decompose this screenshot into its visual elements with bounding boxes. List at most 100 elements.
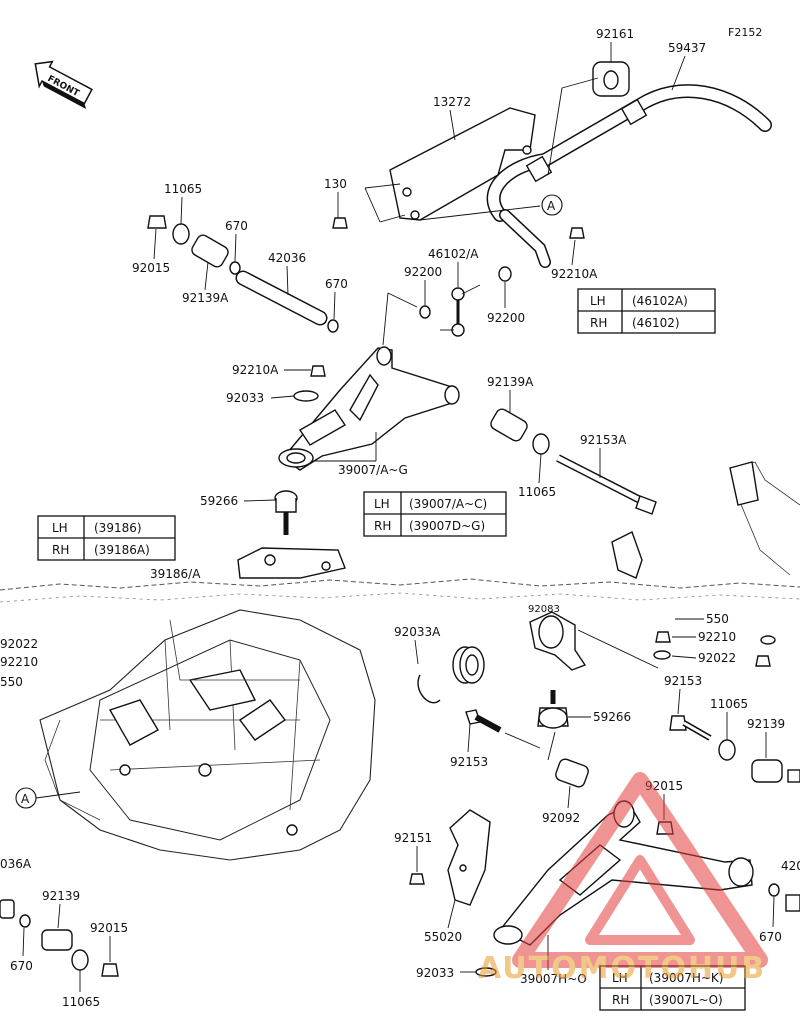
svg-text:RH: RH: [52, 543, 69, 557]
label-39007ag: 39007/A~G: [338, 463, 408, 477]
guard-55020: [447, 809, 491, 906]
figure-code: F2152: [728, 26, 762, 39]
label-130: 130: [324, 177, 347, 191]
washer-92200-b: [498, 266, 512, 282]
label-92151: 92151: [394, 831, 432, 845]
label-92015-c: 92015: [90, 921, 128, 935]
label-42036: 42036: [268, 251, 306, 265]
label-55020: 55020: [424, 930, 462, 944]
label-550-right: 550: [706, 612, 729, 626]
bushing-92139-left: [41, 929, 73, 951]
svg-text:(39186A): (39186A): [94, 543, 150, 557]
torn-edge: [0, 578, 800, 591]
svg-text:LH: LH: [612, 971, 628, 985]
svg-text:(39007L~O): (39007L~O): [649, 993, 723, 1007]
bolt-92151: [409, 873, 425, 885]
label-670-d: 670: [10, 959, 33, 973]
label-92210-left: 92210: [0, 655, 38, 669]
label-036a: 036A: [0, 857, 32, 871]
svg-text:RH: RH: [374, 519, 391, 533]
label-92210-right: 92210: [698, 630, 736, 644]
label-11065-b: 11065: [518, 485, 556, 499]
ring-670-right: [768, 883, 780, 897]
frame-right-upper: [611, 461, 800, 579]
svg-text:(46102): (46102): [632, 316, 680, 330]
bushing-92161: [592, 61, 630, 97]
label-670-b: 670: [325, 277, 348, 291]
label-92022-left: 92022: [0, 637, 38, 651]
svg-text:A: A: [547, 199, 556, 213]
ring-670-a: [229, 261, 241, 275]
ring-670-left: [19, 914, 31, 928]
label-92033-b: 92033: [416, 966, 454, 980]
nut-92210a-arm: [310, 365, 326, 377]
snap-ring-92033a: [417, 674, 441, 704]
nut-92210-right: [655, 631, 671, 643]
svg-text:RH: RH: [590, 316, 607, 330]
label-670-a: 670: [225, 219, 248, 233]
label-670-c: 670: [759, 930, 782, 944]
svg-text:(39007H~K): (39007H~K): [649, 971, 723, 985]
label-92033-a: 92033: [226, 391, 264, 405]
label-92210a-b: 92210A: [232, 363, 279, 377]
clip-92033-upper: [293, 390, 319, 402]
stabilizer-bar: [486, 84, 772, 268]
label-92153-b: 92153: [664, 674, 702, 688]
label-39007ho: 39007H~O: [520, 972, 587, 986]
label-11065-d: 11065: [62, 995, 100, 1009]
label-11065-a: 11065: [164, 182, 202, 196]
label-92139-a: 92139: [747, 717, 785, 731]
lower-a-arm: [493, 800, 754, 946]
callout-a-top: A: [541, 194, 563, 216]
pipe-end-left: [0, 899, 15, 919]
bolt-92153-mid: [465, 709, 502, 733]
washer-11065-upper: [172, 223, 190, 245]
label-92022-right: 92022: [698, 651, 736, 665]
upper-a-arm: [278, 346, 460, 471]
knuckle-39186: [237, 547, 346, 579]
label-92161: 92161: [596, 27, 634, 41]
ball-joint-59266-upper: [274, 490, 298, 535]
label-59266-a: 59266: [200, 494, 238, 508]
bushing-92139a-upper: [191, 234, 229, 268]
washer-92022-right: [653, 650, 671, 660]
label-92083: 92083: [528, 604, 560, 615]
stabilizer-link: [440, 284, 481, 337]
ring-670-b: [327, 319, 339, 333]
svg-text:RH: RH: [612, 993, 629, 1007]
bushing-92092: [555, 758, 589, 788]
bolt-92153-right: [669, 715, 712, 741]
label-92210a-top: 92210A: [551, 267, 598, 281]
label-92139a-a: 92139A: [182, 291, 229, 305]
svg-text:LH: LH: [374, 497, 390, 511]
bracket-13272: [389, 107, 536, 221]
label-92200-b: 92200: [487, 311, 525, 325]
table-39186: LH (39186) RH (39186A): [37, 515, 176, 561]
washer-11065-left: [71, 949, 89, 971]
nut-92015-upper: [147, 215, 167, 229]
svg-text:A: A: [21, 792, 30, 806]
svg-text:(39007/A~C): (39007/A~C): [409, 497, 487, 511]
ball-joint-59266-lower: [537, 690, 569, 729]
table-39007-upper: LH (39007/A~C) RH (39007D~G): [363, 491, 507, 537]
label-92092: 92092: [542, 811, 580, 825]
label-92153a: 92153A: [580, 433, 627, 447]
bolt-92153a: [556, 454, 657, 515]
label-92153-a: 92153: [450, 755, 488, 769]
washer-11065-right: [718, 739, 736, 761]
label-92033a: 92033A: [394, 625, 441, 639]
bushing-92139a-arm: [490, 408, 528, 442]
svg-text:(39186): (39186): [94, 521, 142, 535]
svg-text:LH: LH: [52, 521, 68, 535]
label-420: 420: [781, 859, 800, 873]
label-92139a-b: 92139A: [487, 375, 534, 389]
label-11065-c: 11065: [710, 697, 748, 711]
front-arrow-icon: FRONT: [34, 60, 93, 109]
table-39007-lower: LH (39007H~K) RH (39007L~O): [599, 965, 746, 1011]
bushing-92139-right: [751, 759, 783, 783]
label-46102a: 46102/A: [428, 247, 479, 261]
callout-a-left: A: [15, 787, 37, 809]
nut-92210a-top: [569, 227, 585, 239]
